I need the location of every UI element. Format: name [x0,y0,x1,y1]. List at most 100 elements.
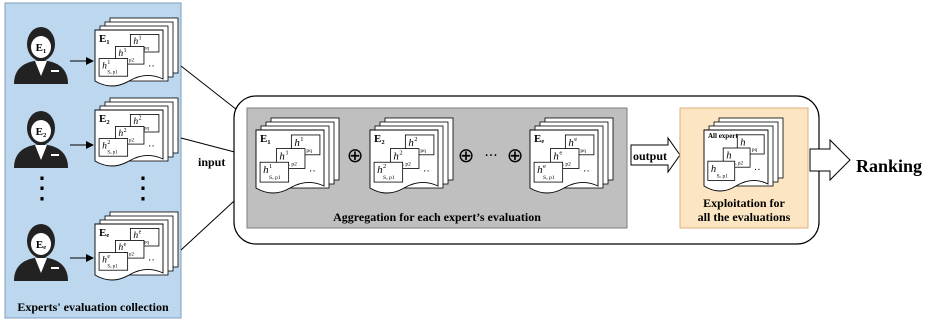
expert-doc-2-ellipsis: ·· [148,142,155,153]
oplus-2: ⊕ [458,143,475,167]
aggregation-doc-1-ellipsis: ·· [309,167,316,178]
expert-doc-3-cell-p1-sub: Sₒ p1 [107,265,118,270]
aggregation-doc-2-cell-p2-sub: Sₒ p2 [399,161,411,167]
expert-avatar-3: Eₑ [14,224,68,281]
exploitation-caption-line1: Exploitation for [703,196,785,210]
expert-doc-1-cell-p2-sup: 1 [124,48,127,54]
expert-avatar-2-label: E₂ [36,126,47,138]
expert-doc-1-cell-p2-h: h [118,48,123,59]
expert-doc-1-cell-p2-sub: Sₒ p2 [124,58,135,63]
aggregation-doc-1-cell-pq-sup: 1 [300,136,303,143]
exploitation-doc-stack-cell-p1: hSₒ p1 [707,160,736,181]
output-arrow: output [630,136,681,174]
aggregation-caption: Aggregation for each expert’s evaluation [333,210,541,224]
aggregation-doc-2-cell-pq-sub: Sₒ pq [414,148,426,154]
exploitation-doc-stack-cell-p1-h: h [711,164,716,175]
experts-panel-title: Experts' evaluation collection [17,300,169,314]
expert-doc-2-cell-pq-sup: 2 [139,116,142,122]
aggregation-doc-3-cell-p2-sub: Sₒ p2 [559,161,571,167]
aggregation-doc-1-cell-p2-sub: Sₒ p2 [285,161,297,167]
aggregation-doc-1-cell-pq-h: h [294,137,299,149]
input-label: input [198,155,225,169]
expert-avatar-1: E₁ [14,27,68,84]
exploitation-doc-stack-ellipsis: ·· [754,165,761,176]
ranking-label: Ranking [856,156,922,176]
aggregation-doc-1-cell-p1-sub: Sₒ p1 [269,175,281,181]
exploitation-doc-stack-cell-p1-sub: Sₒ p1 [717,174,729,180]
aggregation-doc-1-cell-p1-h: h [263,164,268,176]
output-label: output [633,149,667,163]
exploitation-doc-stack-cell-p2-sub: Sₒ p2 [732,160,744,166]
aggregation-doc-1-cell-p2-h: h [279,151,284,163]
expert-doc-3-cell-p1-h: h [102,254,107,265]
expert-doc-1-cell-p1-sub: Sₒ p1 [107,71,118,76]
aggregation-doc-2-cell-p2-sup: 2 [399,150,402,157]
aggregation-doc-1-cell-pq-sub: Sₒ pq [300,148,312,154]
oplus-3: ⊕ [507,143,524,167]
expert-doc-3-cell-p2-sup: e [124,242,127,248]
aggregation-doc-2-cell-pq-h: h [408,137,413,149]
aggregation-doc-3-cell-pq-sup: e [574,136,577,143]
expert-doc-3-cell-p2-sub: Sₒ p2 [124,252,135,257]
expert-avatar-1-label: E₁ [36,42,47,54]
oplus-1: ⊕ [347,143,364,167]
expert-doc-3-label: Eₑ [99,227,109,239]
expert-doc-1-cell-p1-sup: 1 [107,60,110,66]
exploitation-doc-stack-label: All experts [708,132,741,140]
aggregation-doc-3-cell-p1-sub: Sₒ p1 [543,175,555,181]
aggregation-doc-1-cell-p1-sup: 1 [269,163,272,170]
panel-ellipsis-left: ⋮ [27,171,57,206]
aggregation-doc-3-label: Eₑ [534,133,544,145]
aggregation-doc-2-cell-p2-h: h [393,151,398,163]
expert-doc-1-ellipsis: ·· [148,62,155,73]
aggregation-doc-1-label: E₁ [260,133,271,145]
aggregation-doc-3-cell-p2-h: h [553,151,558,163]
expert-doc-3-cell-p1-sup: e [107,254,110,260]
expert-doc-2-cell-p2-sup: 2 [124,128,127,134]
aggregation-doc-2-ellipsis: ·· [423,167,430,178]
expert-doc-2-cell-p1-sup: 2 [107,140,110,146]
ranking-arrow [809,138,851,182]
expert-doc-3-cell-pq-h: h [133,230,138,241]
expert-doc-2-cell-p2-h: h [118,128,123,139]
aggregation-doc-2-cell-pq-sup: 2 [414,136,417,143]
expert-doc-3-cell-p2-h: h [118,242,123,253]
aggregation-doc-2-cell-p1-h: h [377,164,382,176]
aggregation-doc-2-label: E₂ [374,133,385,145]
expert-doc-1-cell-pq-sup: 1 [139,36,142,42]
panel-ellipsis-right: ⋮ [128,171,158,206]
aggregation-doc-3-cell-p2-sup: e [559,150,562,157]
aggregation-doc-1-cell-p2-sup: 1 [285,150,288,157]
expert-doc-1-cell-pq-h: h [133,36,138,47]
aggregation-doc-3-cell-pq-h: h [568,137,573,149]
expert-doc-2-cell-pq-h: h [133,116,138,127]
aggregation-doc-3-cell-pq-sub: Sₒ pq [574,148,586,154]
expert-doc-2-cell-p1-h: h [102,140,107,151]
expert-doc-2-cell-p1-sub: Sₒ p1 [107,151,118,156]
expert-avatar-2: E₂ [14,111,68,168]
aggregation-doc-3-cell-p1-sup: e [543,163,546,170]
expert-doc-1-label: E₁ [99,33,110,45]
expert-doc-2-cell-p2-sub: Sₒ p2 [124,138,135,143]
expert-doc-1-cell-p1-h: h [102,60,107,71]
exploitation-doc-stack-cell-p2-h: h [726,151,731,162]
exploitation-caption-line2: all the evaluations [698,210,791,224]
aggregation-doc-2-cell-p1-sup: 2 [383,163,386,170]
expert-doc-3-ellipsis: ·· [148,256,155,267]
expert-doc-3-cell-pq-sup: e [139,230,142,236]
